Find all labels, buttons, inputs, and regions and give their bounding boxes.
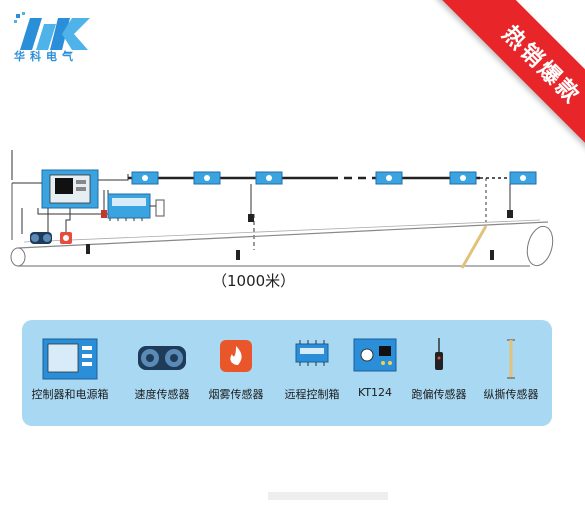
system-diagram <box>10 150 554 269</box>
legend-label: 速度传感器 <box>134 388 190 401</box>
legend-label: 控制器和电源箱 <box>31 388 109 401</box>
speed-sensor-icon <box>138 346 186 370</box>
legend-item-kt124: KT124 <box>348 320 402 426</box>
smoke-sensor-icon <box>220 340 252 372</box>
faint-watermark <box>268 488 388 504</box>
controller-power-box-icon <box>42 338 98 380</box>
remote-control-box-icon <box>295 340 329 366</box>
speed-sensor <box>30 232 52 244</box>
deviation-sensor-2 <box>236 250 240 260</box>
tear-sensor-icon <box>507 339 515 379</box>
legend-item-deviation-sensor: 跑偏传感器 <box>406 320 472 426</box>
watermark-icon <box>268 492 388 500</box>
legend-item-controller: 控制器和电源箱 <box>28 320 112 426</box>
hot-sale-ribbon: 热销爆款 <box>420 0 585 165</box>
kt124-unit-5 <box>449 171 477 185</box>
kt124-unit-1 <box>131 171 159 185</box>
smoke-sensor <box>60 232 72 244</box>
legend-item-smoke-sensor: 烟雾传感器 <box>200 320 272 426</box>
sensor-drop-1 <box>101 210 107 218</box>
legend-label: KT124 <box>357 386 393 399</box>
logo-text: 华科电气 <box>14 50 78 63</box>
deviation-sensor-1 <box>86 244 90 254</box>
legend-label: 跑偏传感器 <box>411 388 467 401</box>
controller-power-box <box>41 169 99 209</box>
legend-label: 纵撕传感器 <box>483 388 539 401</box>
kt124-unit-6 <box>509 171 537 185</box>
legend-item-speed-sensor: 速度传感器 <box>122 320 202 426</box>
legend-panel: 控制器和电源箱 速度传感器 烟雾传感器 远程控制箱 <box>22 320 552 426</box>
distance-label: （1000米） <box>212 272 296 290</box>
legend-item-remote-box: 远程控制箱 <box>272 320 352 426</box>
kt124-unit-2 <box>193 171 221 185</box>
remote-control-box <box>107 193 151 221</box>
terminal-block <box>155 199 165 217</box>
tear-sensor-line <box>460 225 488 269</box>
sensor-drop-2 <box>248 214 254 222</box>
ribbon-band: 热销爆款 <box>436 0 585 165</box>
legend-item-tear-sensor: 纵撕传感器 <box>476 320 546 426</box>
sensor-drop-3 <box>507 210 513 218</box>
legend-label: 烟雾传感器 <box>208 388 264 401</box>
kt124-icon <box>353 338 397 372</box>
ribbon-text: 热销爆款 <box>497 21 585 110</box>
conveyor-belt <box>10 219 554 267</box>
logo-mark-icon <box>14 12 90 50</box>
deviation-sensor-icon <box>435 338 443 370</box>
company-logo <box>10 10 110 70</box>
legend-label: 远程控制箱 <box>284 388 340 401</box>
kt124-unit-3 <box>255 171 283 185</box>
kt124-unit-4 <box>375 171 403 185</box>
deviation-sensor-3 <box>490 250 494 260</box>
